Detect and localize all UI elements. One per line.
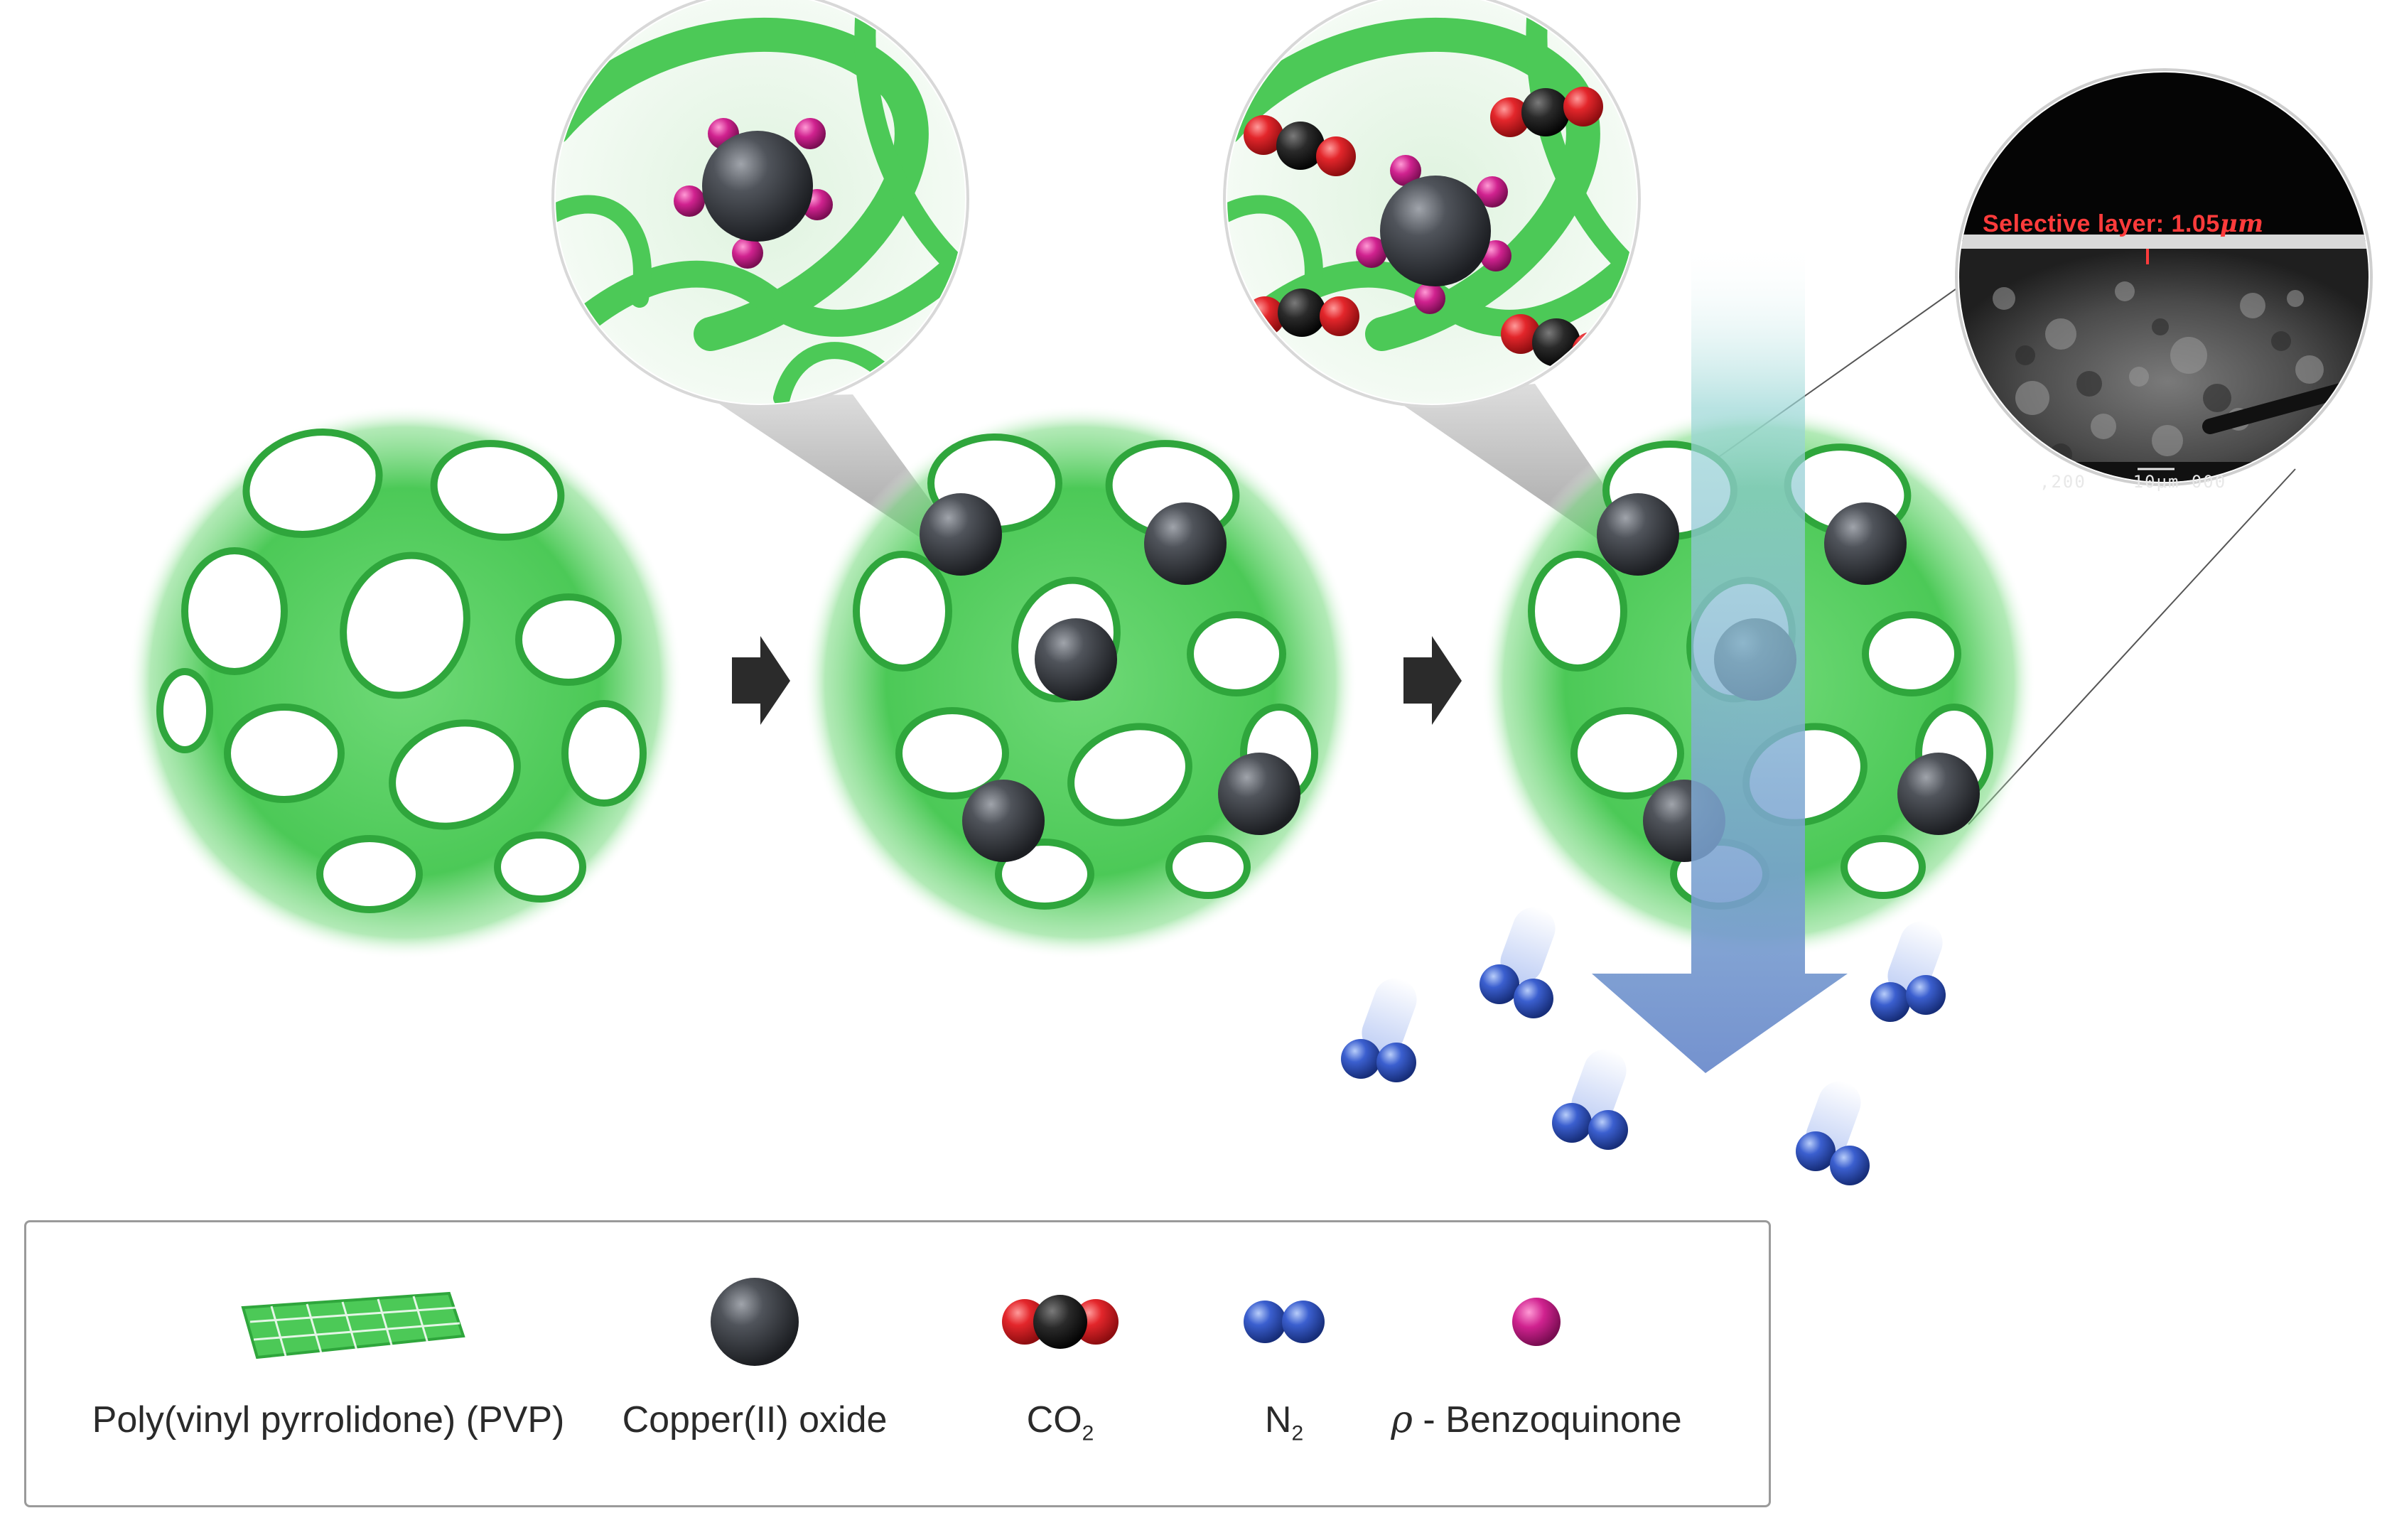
legend-item-cuo: Copper(II) oxide bbox=[602, 1222, 907, 1505]
step-arrow-icon bbox=[732, 636, 790, 725]
n2-molecule bbox=[1796, 1081, 1870, 1185]
legend-item-pvp: Poly(vinyl pyrrolidone) (PVP) bbox=[55, 1222, 602, 1505]
legend-item-n2: N2 bbox=[1192, 1222, 1376, 1505]
co2-molecule bbox=[1244, 115, 1356, 176]
co2-molecule bbox=[1490, 87, 1603, 137]
n2-molecules-permeate bbox=[1341, 907, 1946, 1185]
benzoquinone-sphere-icon bbox=[1512, 1298, 1561, 1346]
pvp-sphere-cuo bbox=[803, 405, 1357, 959]
n2-molecule-icon bbox=[1244, 1301, 1325, 1343]
zoom-circle-co2-capture bbox=[1223, 0, 1641, 408]
sem-scale-bar-text: ,200 10μm 000 bbox=[2039, 472, 2227, 492]
legend-box: Poly(vinyl pyrrolidone) (PVP) Copper(II)… bbox=[24, 1220, 1771, 1507]
sem-image-circle bbox=[1955, 68, 2373, 486]
n2-molecule bbox=[1552, 1049, 1628, 1150]
sem-selective-layer-label: Selective layer: 1.05μm bbox=[1983, 210, 2264, 238]
legend-label-cuo: Copper(II) oxide bbox=[622, 1399, 888, 1441]
cuo-sphere-icon bbox=[711, 1278, 799, 1366]
legend-item-co2: CO2 bbox=[968, 1222, 1153, 1505]
n2-molecule bbox=[1870, 921, 1946, 1022]
legend-label-pvp: Poly(vinyl pyrrolidone) (PVP) bbox=[92, 1399, 565, 1441]
n2-molecule bbox=[1480, 907, 1556, 1018]
zoom-circle-cuo-bq bbox=[551, 0, 969, 408]
legend-label-benzoquinone: ρ - Benzoquinone bbox=[1391, 1399, 1682, 1441]
flow-arrow-icon bbox=[1592, 242, 1848, 1073]
pvp-mesh-icon bbox=[241, 1291, 465, 1359]
step-arrow-icon bbox=[1403, 636, 1462, 725]
co2-molecule-icon bbox=[1002, 1295, 1119, 1349]
legend-label-n2: N2 bbox=[1264, 1399, 1304, 1445]
legend-label-co2: CO2 bbox=[1026, 1399, 1094, 1445]
pvp-sphere-plain bbox=[128, 405, 682, 959]
legend-item-benzoquinone: ρ - Benzoquinone bbox=[1376, 1222, 1696, 1505]
n2-molecule bbox=[1341, 978, 1417, 1082]
